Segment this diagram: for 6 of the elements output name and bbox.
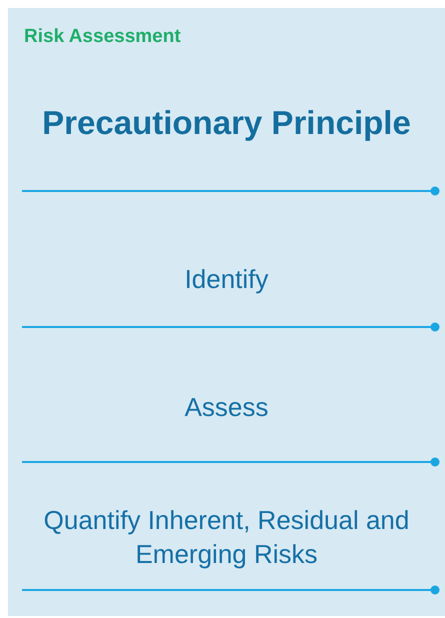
panel-background [8,8,445,616]
step-label: Quantify Inherent, Residual and Emerging Risks [42,504,410,571]
panel-heading: Risk Assessment [24,26,181,48]
principle-heading: Precautionary Principle [42,102,411,143]
step-label: Identify [184,263,268,296]
step-label: Assess [184,391,268,424]
